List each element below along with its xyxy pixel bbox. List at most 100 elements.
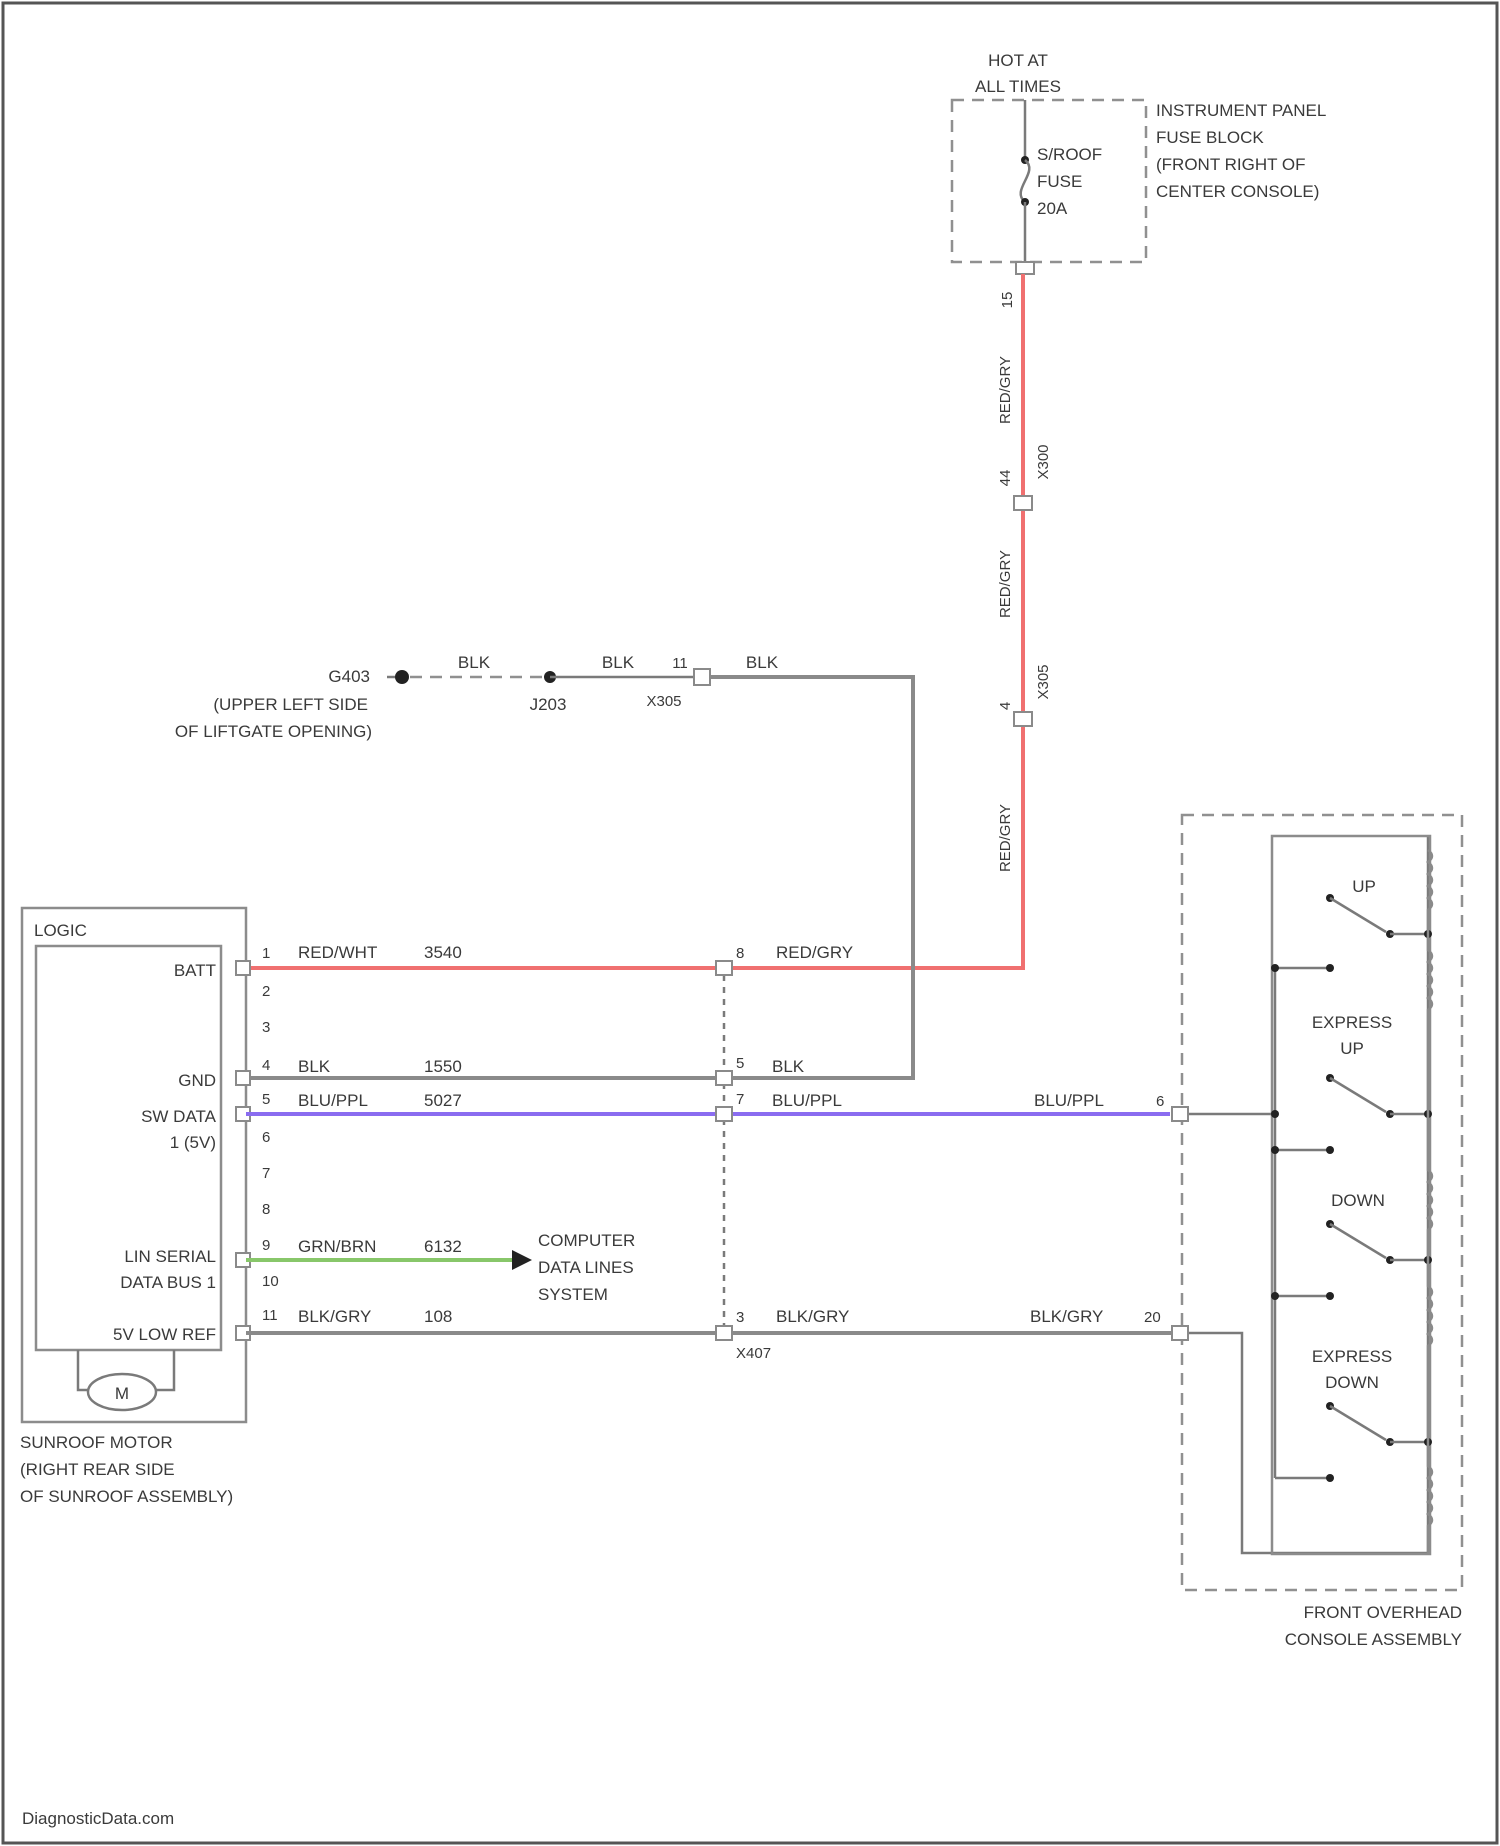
motor-name-2: (RIGHT REAR SIDE [20, 1460, 175, 1479]
logic-label: LOGIC [34, 921, 87, 940]
batt-wire-color: RED/WHT [298, 943, 377, 962]
pin-num-7: 7 [262, 1165, 270, 1182]
connector-x305-power [1014, 712, 1032, 726]
fuse-block: HOT AT ALL TIMES S/ROOF FUSE 20A INSTRUM… [952, 51, 1326, 308]
x407-pin-gnd [716, 1071, 732, 1085]
connector-x300 [1014, 496, 1032, 510]
switch-down-label: DOWN [1331, 1191, 1385, 1210]
connector-x305-ground-label: X305 [646, 693, 681, 710]
console-low-connector [1172, 1326, 1188, 1340]
motor-name-3: OF SUNROOF ASSEMBLY) [20, 1487, 233, 1506]
x407-batt-wire: RED/GRY [776, 943, 853, 962]
fuse-name-label: S/ROOF [1037, 145, 1102, 164]
watermark: DiagnosticData.com [22, 1809, 174, 1828]
splice-j203-label: J203 [530, 695, 567, 714]
ground-symbol [395, 670, 409, 684]
computer-data-lines-3: SYSTEM [538, 1285, 608, 1304]
pin-num-5: 5 [262, 1091, 270, 1108]
motor-symbol-letter: M [115, 1384, 129, 1403]
switch-express-up-label-2: UP [1340, 1039, 1364, 1058]
fuse-block-name-3: (FRONT RIGHT OF [1156, 155, 1306, 174]
connector-x305-ground [694, 669, 710, 685]
pin-label-batt: BATT [174, 961, 216, 980]
hot-at-label: HOT AT [988, 51, 1048, 70]
pin-label-sw-data-1: SW DATA [141, 1107, 217, 1126]
pin-num-10: 10 [262, 1273, 279, 1290]
switch-express-down-blade [1330, 1406, 1386, 1440]
all-times-label: ALL TIMES [975, 77, 1061, 96]
x407-label: X407 [736, 1345, 771, 1362]
x407-data-wire: BLU/PPL [772, 1091, 842, 1110]
pin-num-9: 9 [262, 1237, 270, 1254]
x407-low-wire: BLK/GRY [776, 1307, 849, 1326]
ground-circuit: G403 BLK J203 BLK 11 X305 BLK (UPPER LEF… [175, 653, 913, 1078]
motor-assembly-outline [22, 908, 246, 1422]
power-seg1-color: RED/GRY [997, 356, 1014, 424]
x407-pin-batt [716, 961, 732, 975]
console-name-2: CONSOLE ASSEMBLY [1285, 1630, 1462, 1649]
x407-pin-batt-num: 8 [736, 945, 744, 962]
switch-express-down-label-1: EXPRESS [1312, 1347, 1392, 1366]
pin-label-lin-2: DATA BUS 1 [120, 1273, 216, 1292]
pin-label-5v-low-ref: 5V LOW REF [113, 1325, 216, 1344]
ground-location-2: OF LIFTGATE OPENING) [175, 722, 372, 741]
console-low-pin: 20 [1144, 1309, 1161, 1326]
lowref-wire-circuit: 108 [424, 1307, 452, 1326]
gnd-wire-color: BLK [298, 1057, 331, 1076]
switch-express-down-label-2: DOWN [1325, 1373, 1379, 1392]
x407-pin-data [716, 1107, 732, 1121]
x407-pin-low-num: 3 [736, 1309, 744, 1326]
x407-pin-gnd-num: 5 [736, 1055, 744, 1072]
motor-pin-4 [236, 1071, 250, 1085]
batt-wire-circuit: 3540 [424, 943, 462, 962]
fuse-rating-label: 20A [1037, 199, 1068, 218]
ground-location-1: (UPPER LEFT SIDE [213, 695, 368, 714]
fuse-type-label: FUSE [1037, 172, 1082, 191]
fuse-block-pin-number: 15 [999, 292, 1016, 309]
connector-x300-label: X300 [1035, 444, 1052, 479]
motor-wire-labels: RED/WHT 3540 BLK 1550 BLU/PPL 5027 GRN/B… [298, 943, 462, 1326]
switch-up-label: UP [1352, 877, 1376, 896]
pin-num-11: 11 [262, 1307, 278, 1324]
ground-wire2-color: BLK [602, 653, 635, 672]
pin-num-2: 2 [262, 983, 270, 1000]
pin-label-lin-1: LIN SERIAL [124, 1247, 216, 1266]
x407-pin-data-num: 7 [736, 1091, 744, 1108]
gnd-wire-circuit: 1550 [424, 1057, 462, 1076]
motor-pin-1 [236, 961, 250, 975]
switch-down-blade [1330, 1224, 1386, 1258]
switch-express-up-label-1: EXPRESS [1312, 1013, 1392, 1032]
pin-num-1: 1 [262, 945, 270, 962]
motor-name-1: SUNROOF MOTOR [20, 1433, 173, 1452]
console-data-wire-color: BLU/PPL [1034, 1091, 1104, 1110]
lin-wire-circuit: 6132 [424, 1237, 462, 1256]
overhead-console: BLU/PPL 6 BLK/GRY 20 UP EXPRESS UP [1030, 815, 1462, 1649]
fuse-block-name-4: CENTER CONSOLE) [1156, 182, 1319, 201]
fuse-block-name-2: FUSE BLOCK [1156, 128, 1264, 147]
console-data-connector [1172, 1107, 1188, 1121]
x407-gnd-wire: BLK [772, 1057, 805, 1076]
ground-connector-pin: 11 [672, 655, 688, 672]
console-low-wire-color: BLK/GRY [1030, 1307, 1103, 1326]
switch-up-blade [1330, 898, 1386, 932]
power-seg3-color: RED/GRY [997, 804, 1014, 872]
pin-num-6: 6 [262, 1129, 270, 1146]
console-name-1: FRONT OVERHEAD [1304, 1603, 1462, 1622]
data-wire-color: BLU/PPL [298, 1091, 368, 1110]
data-wire-circuit: 5027 [424, 1091, 462, 1110]
ground-id: G403 [328, 667, 370, 686]
pin-num-4: 4 [262, 1057, 270, 1074]
lowref-wire-color: BLK/GRY [298, 1307, 371, 1326]
pin-label-gnd: GND [178, 1071, 216, 1090]
lin-wire-color: GRN/BRN [298, 1237, 376, 1256]
pin-num-3: 3 [262, 1019, 270, 1036]
pin-num-8: 8 [262, 1201, 270, 1218]
console-data-pin: 6 [1156, 1093, 1164, 1110]
fuse-block-name-1: INSTRUMENT PANEL [1156, 101, 1326, 120]
power-wire [246, 274, 1023, 968]
console-outline [1182, 815, 1462, 1590]
connector-x305-power-label: X305 [1035, 664, 1052, 699]
connector-x300-pin: 44 [997, 470, 1014, 487]
pin-label-sw-data-2: 1 (5V) [170, 1133, 216, 1152]
